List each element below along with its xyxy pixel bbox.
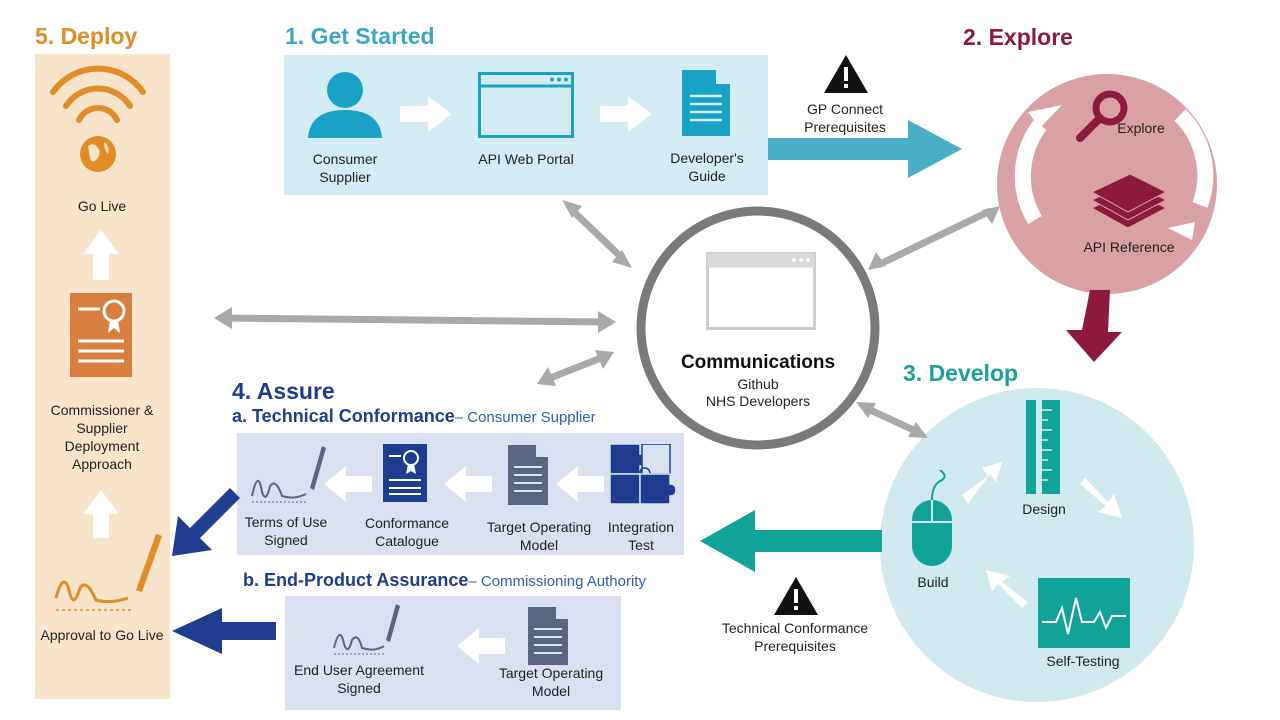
wifi-globe-icon [50,65,146,172]
target-operating-model-icon [508,445,548,505]
communications-nhs: NHS Developers [705,393,811,409]
target-operating-model-label: Target Operating Model [486,519,592,553]
puzzle-icon [610,444,676,504]
api-reference-label: API Reference [1083,239,1175,255]
assure-b-title: b. End-Product Assurance [243,570,469,590]
assure-a-title: a. Technical Conformance [232,406,455,426]
assure-flow-arrows [324,466,604,664]
assure-b-to-deploy-arrow [172,608,276,654]
assure-b-subtitle: – Commissioning Authority [468,573,646,590]
communications-title: Communications [680,352,836,373]
consumer-supplier-label: Consumer Supplier [312,151,378,185]
ruler-icon [1026,400,1060,494]
person-icon [308,72,382,138]
explore-label: Explore [1117,120,1165,136]
mouse-icon [912,470,952,566]
assure-a-to-deploy-arrow [172,488,242,556]
assure-title: 4. Assure [232,378,335,404]
document-icon [682,70,730,136]
develop-to-assure-arrow [700,510,882,572]
conformance-catalogue-icon [383,444,427,502]
design-label: Design [1022,501,1066,517]
developers-guide-label: Developer's Guide [670,150,744,184]
assure-a-heading: a. Technical Conformance– Consumer Suppl… [232,405,596,429]
api-web-portal-label: API Web Portal [478,151,574,167]
gray-double-arrows [221,207,992,437]
develop-title: 3. Develop [903,360,1019,386]
certificate-icon [70,293,132,377]
conformance-catalogue-label: Conformance Catalogue [364,515,450,549]
integration-test-label: Integration Test [607,519,675,553]
gp-connect-label: GP Connect Prerequisites [804,101,886,135]
end-user-agreement-label: End User Agreement Signed [294,662,424,696]
explore-title: 2. Explore [963,24,1073,50]
magnifier-icon [1076,90,1128,142]
communications-browser-icon [706,252,816,330]
terms-signature-icon [251,446,326,503]
tc-warning-icon [774,577,818,615]
deploy-title: 5. Deploy [35,23,138,49]
commissioner-label: Commissioner & Supplier Deployment Appro… [50,402,154,472]
self-testing-label: Self-Testing [1046,653,1120,669]
target-operating-model-2-icon [528,607,568,665]
assure-b-heading: b. End-Product Assurance– Commissioning … [243,569,646,593]
go-live-label: Go Live [77,198,127,214]
develop-internal-arrows [962,462,1122,608]
signature-icon [54,534,162,611]
deploy-up-arrows [83,230,119,538]
gp-connect-arrow [768,120,962,178]
communications-github: Github [737,376,779,392]
build-label: Build [917,574,949,590]
tc-prereq-label: Technical Conformance Prerequisites [721,620,869,654]
approval-label: Approval to Go Live [40,627,164,643]
assure-a-subtitle: – Consumer Supplier [454,409,596,426]
stack-icon [1092,173,1166,228]
explore-cycle-arrows [1014,109,1214,225]
target-operating-model-2-label: Target Operating Model [498,665,604,699]
browser-icon [478,72,574,138]
explore-to-develop-arrow [1066,290,1122,362]
warning-icon [824,55,868,93]
get-started-title: 1. Get Started [285,23,435,49]
pulse-icon [1038,578,1130,648]
explore-circle [997,74,1217,294]
get-started-flow-arrows [400,96,652,132]
end-user-signature-icon [333,604,400,655]
terms-of-use-label: Terms of Use Signed [244,514,328,548]
